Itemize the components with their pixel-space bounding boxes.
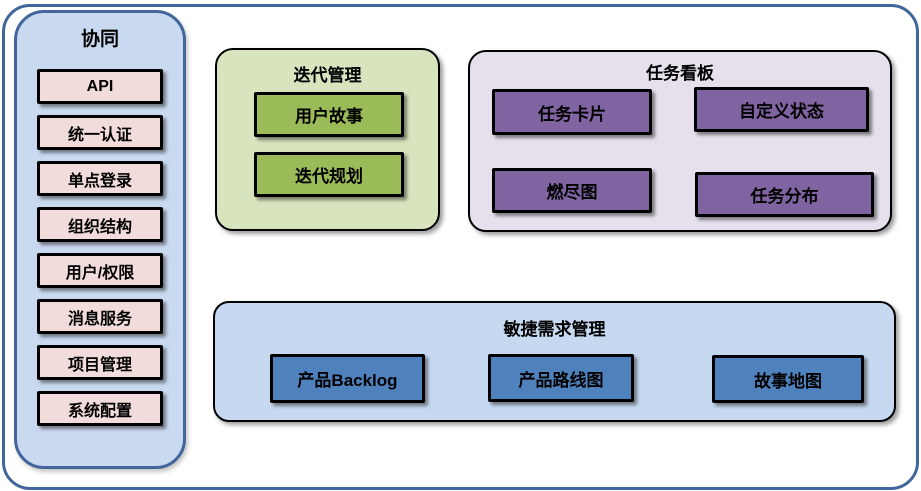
sidebar-item-system-config: 系统配置	[37, 391, 163, 426]
sidebar-item-org-structure: 组织结构	[37, 207, 163, 242]
sidebar-item-api: API	[37, 69, 163, 104]
group-iteration-management: 迭代管理 用户故事 迭代规划	[215, 48, 440, 231]
group-title-requirements: 敏捷需求管理	[503, 320, 606, 339]
feature-story-map: 故事地图	[712, 355, 864, 403]
group-agile-requirements: 敏捷需求管理 产品Backlog 产品路线图 故事地图	[213, 301, 896, 422]
sidebar-group-collaboration: 协同 API 统一认证 单点登录 组织结构 用户/权限 消息服务 项目管理 系统…	[14, 10, 186, 469]
feature-product-roadmap: 产品路线图	[488, 354, 634, 402]
group-task-board: 任务看板 任务卡片 自定义状态 燃尽图 任务分布	[468, 50, 892, 232]
sidebar-items: API 统一认证 单点登录 组织结构 用户/权限 消息服务 项目管理 系统配置	[17, 69, 183, 426]
feature-iteration-planning: 迭代规划	[254, 152, 404, 197]
feature-task-card: 任务卡片	[492, 89, 652, 135]
sidebar-item-unified-auth: 统一认证	[37, 115, 163, 150]
feature-burndown-chart: 燃尽图	[492, 168, 652, 213]
sidebar-item-sso: 单点登录	[37, 161, 163, 196]
feature-user-story: 用户故事	[254, 92, 404, 137]
page-border	[2, 4, 919, 490]
sidebar-item-user-permissions: 用户/权限	[37, 253, 163, 288]
sidebar-item-project-management: 项目管理	[37, 345, 163, 380]
sidebar-item-message-service: 消息服务	[37, 299, 163, 334]
group-title-kanban: 任务看板	[646, 64, 714, 83]
feature-product-backlog: 产品Backlog	[270, 354, 425, 403]
feature-task-distribution: 任务分布	[695, 172, 874, 217]
group-title-iteration: 迭代管理	[293, 66, 362, 85]
sidebar-title: 协同	[80, 29, 119, 50]
feature-custom-status: 自定义状态	[694, 87, 869, 132]
